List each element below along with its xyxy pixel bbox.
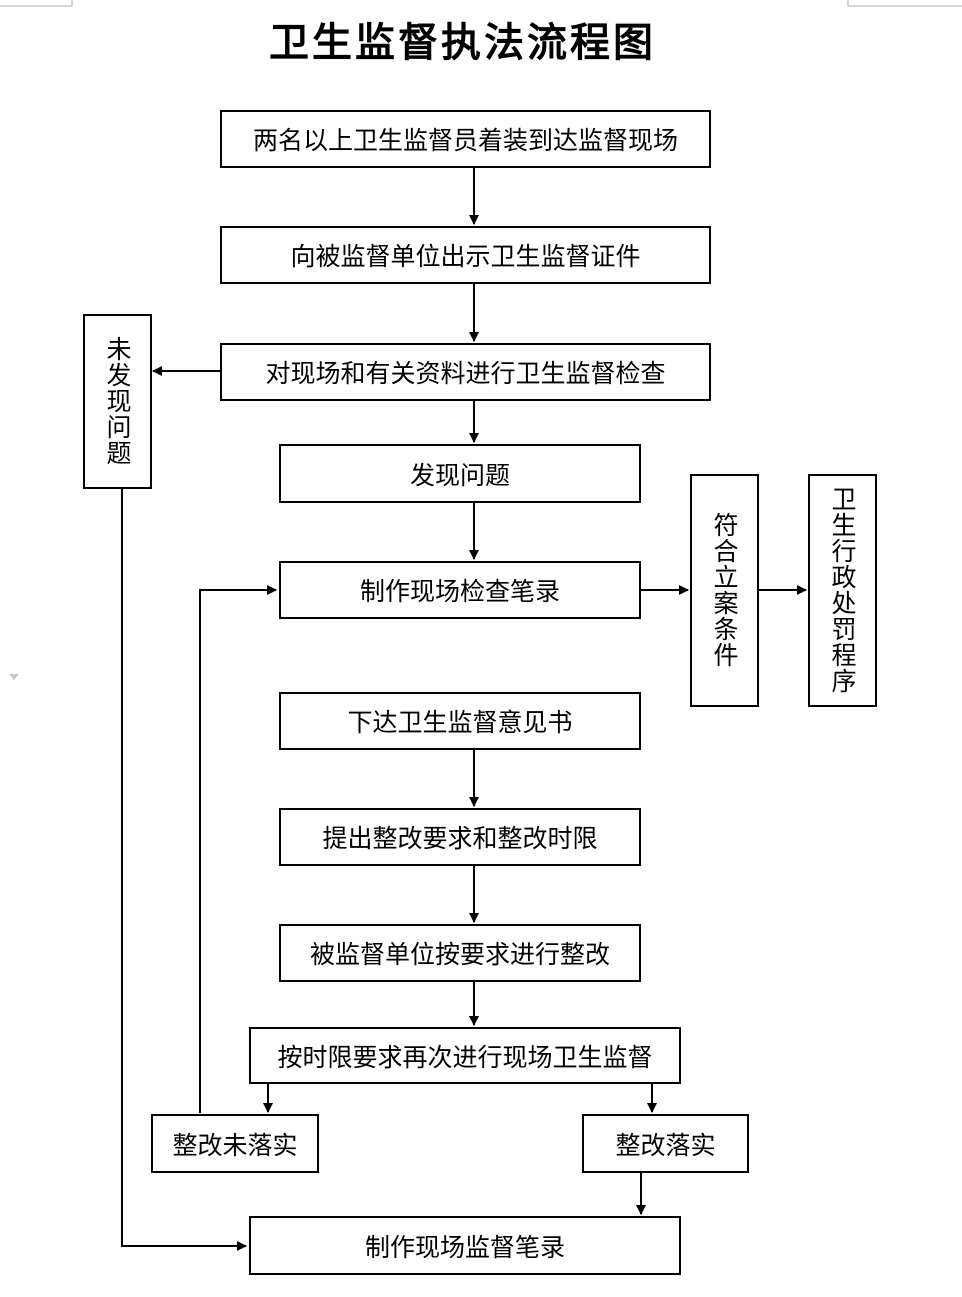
arrow-not-rectified-loop-back <box>199 585 277 1113</box>
step-label: 整改落实 <box>615 1130 716 1160</box>
step-label: 制作现场检查笔录 <box>359 577 560 606</box>
step-label: 被监督单位按要求进行整改 <box>309 940 610 969</box>
step-opinion-letter: 下达卫生监督意见书 <box>279 692 641 750</box>
step-label: 整改未落实 <box>172 1130 298 1160</box>
step-label: 卫生行政处罚程序 <box>828 486 857 694</box>
step-rectification-requirements: 提出整改要求和整改时限 <box>279 808 641 866</box>
arrow-no-problem-to-supervision-record <box>121 488 247 1251</box>
step-label: 未发现问题 <box>103 336 132 466</box>
step-case-conditions-met: 符合立案条件 <box>690 474 759 707</box>
step-rectification: 被监督单位按要求进行整改 <box>279 924 641 982</box>
step-administrative-penalty: 卫生行政处罚程序 <box>808 474 877 707</box>
page-corner-mark-right <box>847 0 962 7</box>
step-label: 按时限要求再次进行现场卫生监督 <box>277 1042 653 1072</box>
step-arrive-at-site: 两名以上卫生监督员着装到达监督现场 <box>220 110 711 168</box>
step-inspection-record: 制作现场检查笔录 <box>279 561 641 619</box>
page-title: 卫生监督执法流程图 <box>269 19 656 66</box>
step-label: 向被监督单位出示卫生监督证件 <box>290 242 641 271</box>
step-reinspection: 按时限要求再次进行现场卫生监督 <box>249 1027 681 1084</box>
page-corner-mark-left <box>0 0 73 7</box>
step-label: 两名以上卫生监督员着装到达监督现场 <box>252 126 678 155</box>
step-label: 提出整改要求和整改时限 <box>322 824 598 853</box>
step-label: 下达卫生监督意见书 <box>347 708 573 737</box>
step-not-rectified: 整改未落实 <box>151 1114 319 1173</box>
margin-marker-icon <box>9 674 19 680</box>
step-rectified: 整改落实 <box>582 1114 749 1173</box>
step-label: 制作现场监督笔录 <box>364 1232 565 1262</box>
step-label: 发现问题 <box>409 460 510 490</box>
step-inspect: 对现场和有关资料进行卫生监督检查 <box>220 343 711 401</box>
step-show-certificate: 向被监督单位出示卫生监督证件 <box>220 226 711 284</box>
step-problem-found: 发现问题 <box>279 444 641 503</box>
step-supervision-record: 制作现场监督笔录 <box>249 1216 681 1275</box>
step-no-problem-found: 未发现问题 <box>83 314 152 489</box>
step-label: 对现场和有关资料进行卫生监督检查 <box>265 359 666 388</box>
step-label: 符合立案条件 <box>710 512 739 668</box>
